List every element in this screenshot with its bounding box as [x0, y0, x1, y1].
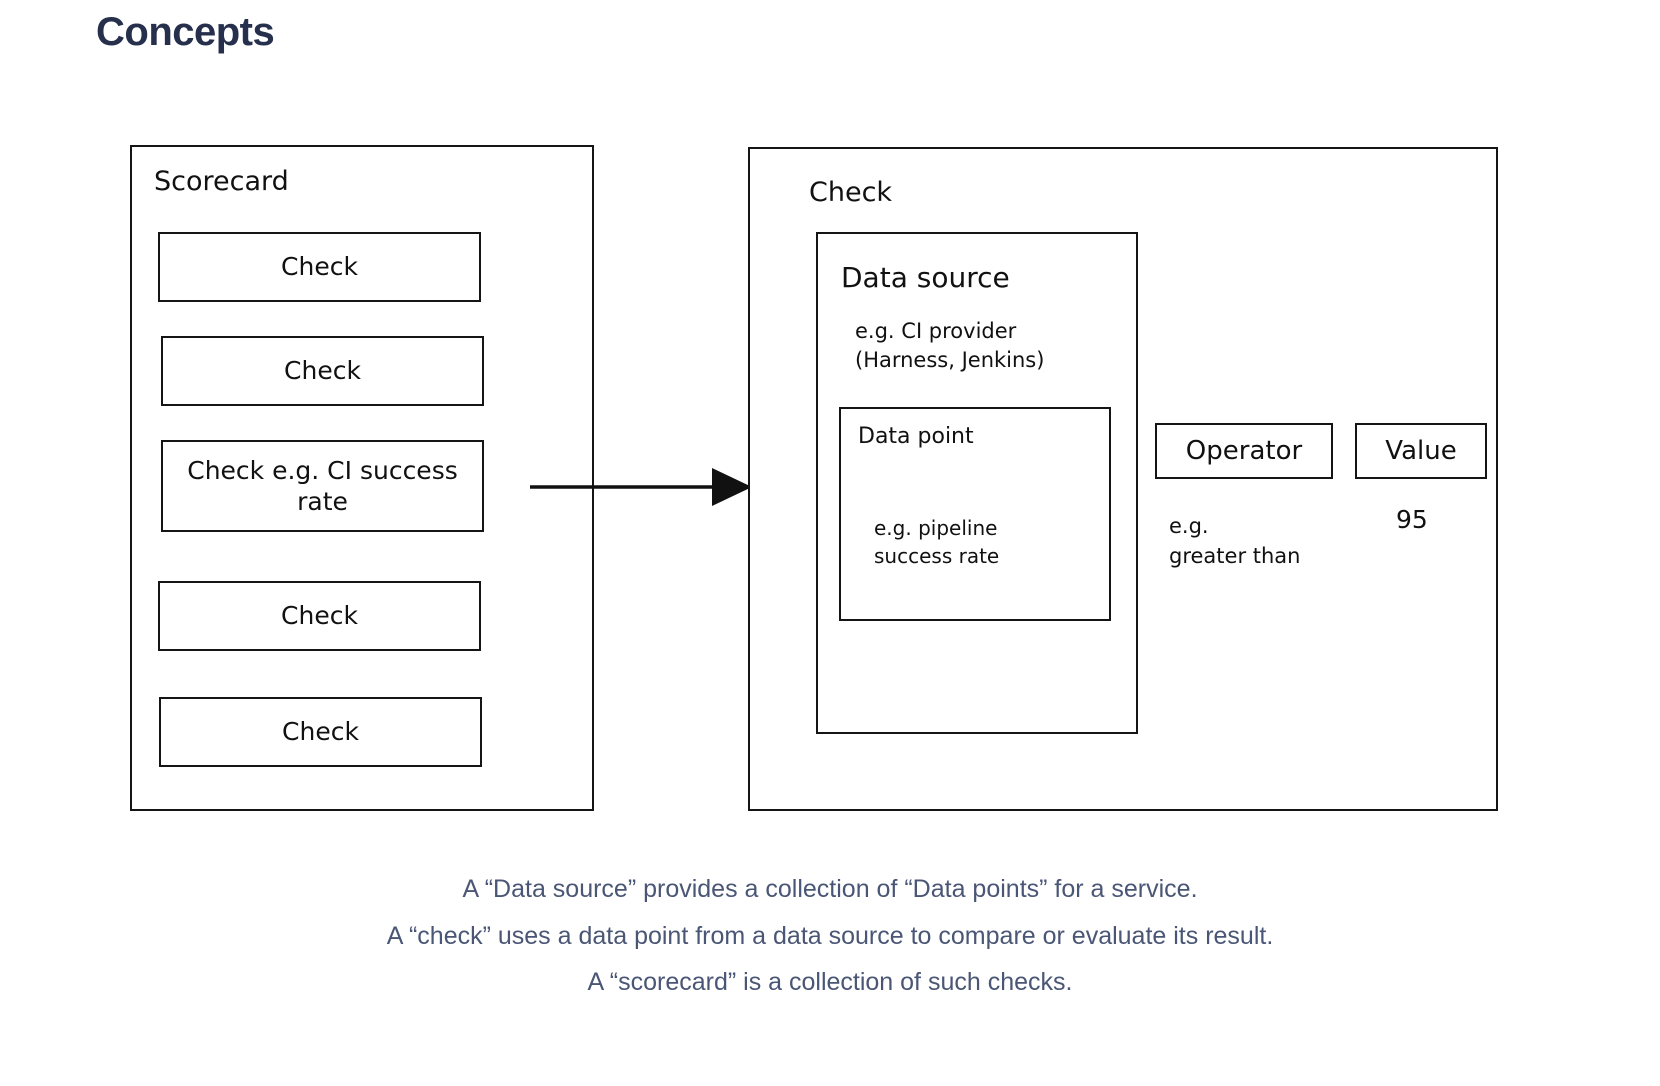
- scorecard-check-item-1[interactable]: Check: [158, 232, 481, 302]
- operator-box[interactable]: Operator: [1155, 423, 1333, 479]
- check-item-label: Check e.g. CI success rate: [187, 455, 458, 516]
- caption-line-1: A “Data source” provides a collection of…: [462, 875, 1198, 903]
- data-point-container: [839, 407, 1111, 621]
- check-item-label: Check: [284, 356, 361, 386]
- operator-label: Operator: [1185, 436, 1303, 466]
- value-box[interactable]: Value: [1355, 423, 1487, 479]
- check-item-label: Check: [282, 717, 359, 747]
- data-source-title: Data source: [841, 261, 1010, 294]
- check-item-label: Check: [281, 601, 358, 631]
- scorecard-title: Scorecard: [154, 166, 289, 197]
- check-item-label: Check: [281, 252, 358, 282]
- scorecard-check-item-4[interactable]: Check: [158, 581, 481, 651]
- scorecard-check-item-2[interactable]: Check: [161, 336, 484, 406]
- value-example: 95: [1396, 505, 1428, 534]
- scorecard-check-item-3[interactable]: Check e.g. CI success rate: [161, 440, 484, 532]
- arrow-right-icon: [530, 468, 752, 506]
- scorecard-check-item-5[interactable]: Check: [159, 697, 482, 767]
- data-point-title: Data point: [858, 424, 974, 449]
- operator-example: e.g. greater than: [1169, 514, 1301, 568]
- page-title: Concepts: [96, 10, 275, 54]
- data-point-example: e.g. pipeline success rate: [874, 516, 1000, 568]
- data-source-example: e.g. CI provider (Harness, Jenkins): [855, 319, 1045, 373]
- caption-line-2: A “check” uses a data point from a data …: [386, 921, 1274, 950]
- check-panel-title: Check: [809, 177, 893, 208]
- caption: A “Data source” provides a collection of…: [0, 866, 1660, 1006]
- value-label: Value: [1385, 436, 1457, 466]
- caption-line-3: A “scorecard” is a collection of such ch…: [587, 968, 1073, 996]
